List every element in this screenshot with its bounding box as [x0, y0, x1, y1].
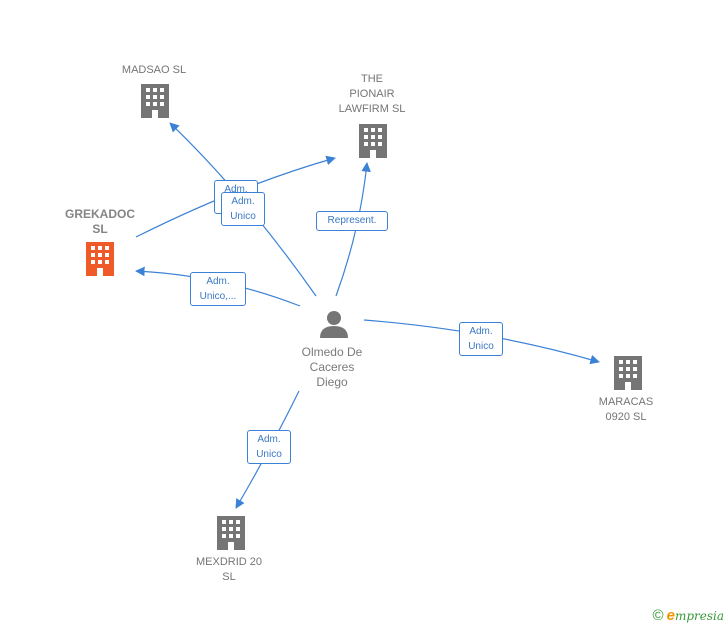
edge-label-pionair-represent: Represent.: [316, 211, 388, 231]
person-icon[interactable]: [320, 311, 348, 338]
brand-name: mpresia: [674, 609, 724, 623]
edge-label-pionair-adm: Adm. Unico: [221, 192, 265, 226]
node-label-pionair[interactable]: THE PIONAIR LAWFIRM SL: [338, 73, 406, 115]
edge-label-maracas: Adm. Unico: [459, 322, 503, 356]
node-label-madsao[interactable]: MADSAO SL: [121, 64, 187, 76]
building-icon[interactable]: [86, 242, 114, 276]
node-label-person[interactable]: Olmedo De Caceres Diego: [301, 345, 363, 389]
edge-label-grekadoc: Adm. Unico,...: [190, 272, 246, 306]
node-label-mexdrid[interactable]: MEXDRID 20 SL: [195, 556, 263, 583]
building-icon[interactable]: [141, 84, 169, 118]
node-label-maracas[interactable]: MARACAS 0920 SL: [598, 396, 654, 423]
brand-e: e: [666, 607, 675, 624]
brand-logo: ©empresia: [653, 607, 724, 624]
building-icon[interactable]: [614, 356, 642, 390]
node-label-grekadoc[interactable]: GREKADOC SL: [64, 207, 135, 236]
copyright-icon: ©: [652, 607, 664, 624]
building-icon[interactable]: [359, 124, 387, 158]
building-icon[interactable]: [217, 516, 245, 550]
edge-label-mexdrid: Adm. Unico: [247, 430, 291, 464]
